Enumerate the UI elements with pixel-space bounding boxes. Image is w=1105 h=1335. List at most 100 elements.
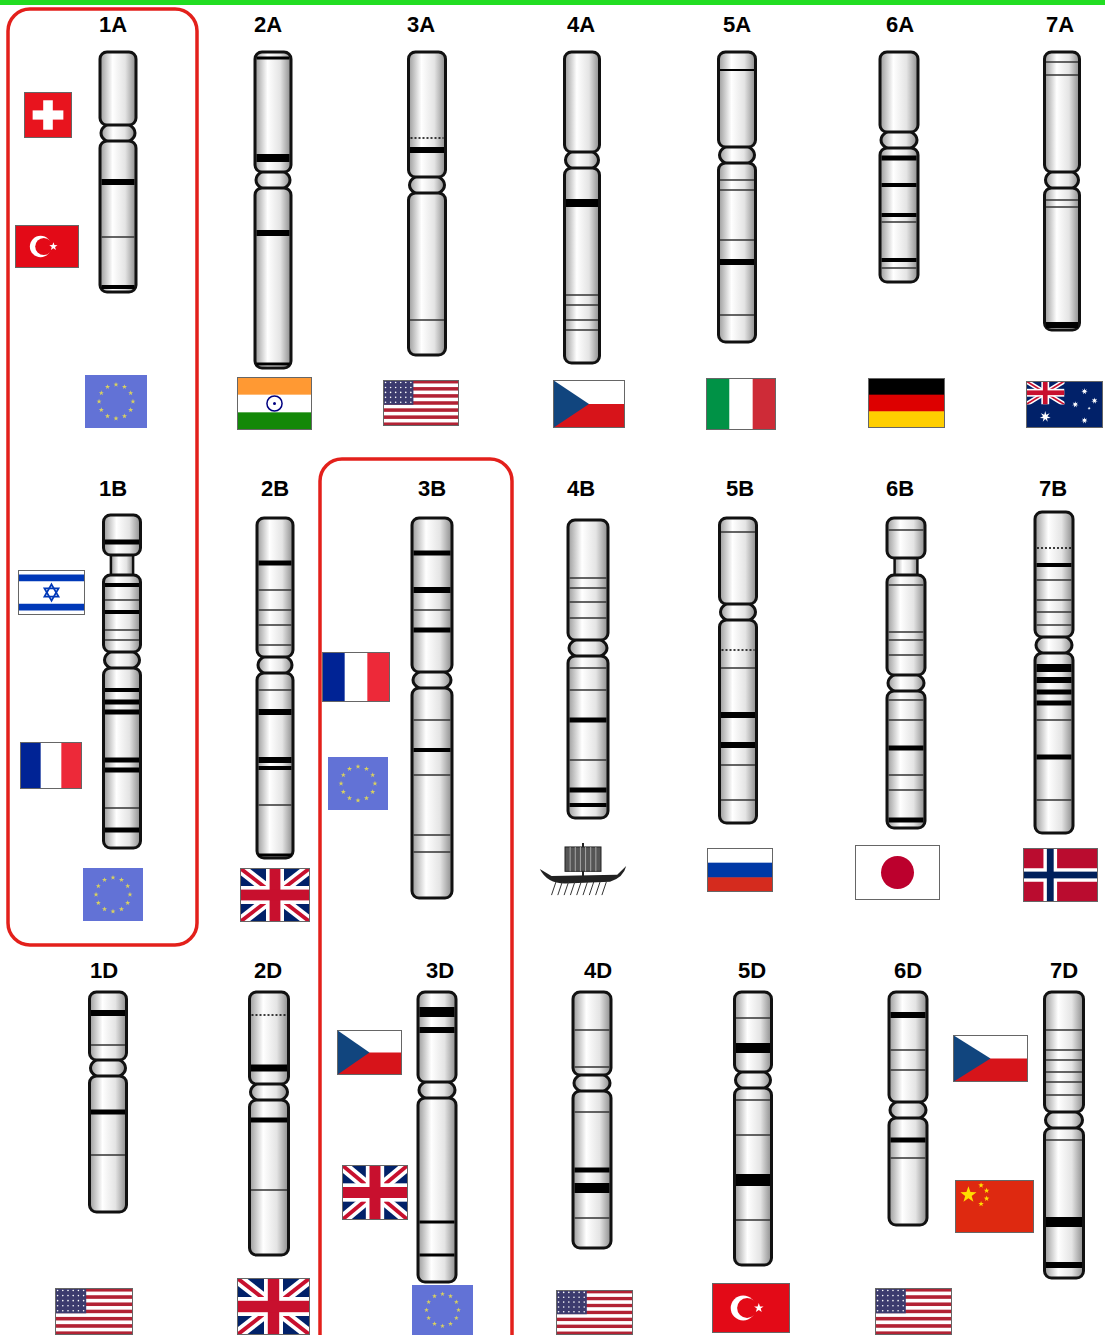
band: [259, 804, 292, 806]
flag-eu-part: [125, 883, 130, 888]
band: [410, 147, 444, 153]
band: [102, 236, 135, 238]
flag-eu-part: [347, 766, 352, 771]
band: [720, 189, 754, 191]
flag-france-part: [20, 742, 41, 789]
chromosome-label: 3D: [390, 957, 490, 985]
chromosome-arm: [412, 518, 452, 672]
flag-usa-part: [395, 392, 397, 394]
flag-usa-part: [62, 1300, 64, 1302]
ship-icon-part: [577, 882, 582, 895]
chromosome-shape: [565, 52, 600, 363]
band: [566, 199, 598, 207]
ship-icon-part: [590, 847, 591, 871]
flag-czechia-part: [954, 1036, 1028, 1082]
band: [1037, 624, 1072, 626]
flag-germany-part: [868, 411, 945, 428]
band: [251, 1118, 287, 1123]
flag-india-part: [267, 396, 282, 411]
chromosome-arm: [257, 673, 293, 858]
flag-usa-part: [410, 392, 412, 394]
band: [1037, 611, 1072, 613]
band: [1046, 1029, 1082, 1031]
flag-uk-part: [342, 1165, 408, 1220]
flag-eu: [328, 757, 388, 810]
flag-uk-part: [342, 1165, 408, 1220]
flag-usa-part: [578, 1292, 580, 1294]
chromosome-drawing: [1014, 957, 1105, 1282]
flag-usa-part: [875, 1324, 952, 1328]
chromosome-shape: [1045, 52, 1080, 330]
band: [105, 758, 139, 763]
flag-czechia-part: [553, 380, 589, 428]
flag-eu-part: [128, 390, 133, 395]
flag-norway-part: [1024, 849, 1098, 902]
flag-czechia: [337, 1030, 402, 1076]
flag-usa-part: [563, 1311, 565, 1313]
chromosome-arm: [250, 1100, 289, 1255]
band: [1037, 755, 1072, 760]
chromosome-label: 6D: [858, 957, 958, 985]
flag-australia-part: [1072, 401, 1078, 407]
chromosome: 6B: [850, 475, 950, 832]
flag-eu-part: [122, 414, 127, 419]
flag-usa-part: [573, 1301, 575, 1303]
flag-usa-part: [78, 1300, 80, 1302]
flag-usa-part: [876, 1289, 952, 1335]
band: [1037, 701, 1072, 706]
flag-usa-part: [568, 1292, 570, 1294]
chromosome: 1D: [54, 957, 154, 1216]
band: [570, 617, 607, 619]
chromosome: 6A: [850, 11, 950, 286]
flag-usa-part: [62, 1290, 64, 1292]
band: [414, 719, 451, 721]
flag-usa-part: [67, 1305, 69, 1307]
dotted-band: [722, 649, 755, 651]
flag-usa-part: [57, 1305, 59, 1307]
band: [1046, 206, 1078, 208]
band: [889, 774, 924, 776]
group-outline: [8, 9, 197, 945]
band: [889, 639, 924, 641]
chromosome-arm: [409, 193, 446, 355]
flag-usa-part: [55, 1313, 133, 1317]
flag-switzerland-part: [25, 93, 72, 138]
flag-usa-part: [902, 1305, 904, 1307]
flag-france: [322, 652, 391, 702]
flag-czechia-part: [554, 381, 625, 428]
band: [736, 1134, 770, 1136]
flag-eu-part: [97, 399, 102, 404]
chromosome-arm: [104, 515, 141, 555]
band: [259, 609, 292, 611]
flag-eu-part: [454, 1316, 459, 1321]
ship-icon-part: [564, 882, 569, 895]
band: [259, 757, 292, 763]
flag-usa-part: [410, 382, 412, 384]
flag-usa-part: [83, 1305, 85, 1307]
flag-france-part: [322, 652, 345, 702]
band: [1046, 1049, 1082, 1051]
flag-usa-part: [78, 1290, 80, 1292]
chromosome-arm: [565, 168, 600, 363]
flag-france-part: [61, 742, 82, 789]
flag-usa-part: [556, 1314, 633, 1318]
chromosome-arm: [719, 52, 756, 147]
flag-usa-part: [383, 412, 459, 416]
chromosome-label: 1D: [54, 957, 154, 985]
flag-usa-part: [72, 1290, 74, 1292]
flag-eu-part: [454, 1300, 459, 1305]
chromosome-drawing: [531, 11, 631, 367]
flag-germany: [868, 378, 945, 429]
flag-usa-part: [877, 1295, 879, 1297]
band: [882, 258, 917, 262]
flag-uk-part: [241, 869, 310, 922]
flag-uk-part: [342, 1187, 408, 1198]
chromosome-shape: [104, 515, 141, 848]
flag-usa-part: [72, 1295, 74, 1297]
flag-eu-part: [102, 877, 107, 882]
flag-czechia-part: [337, 1030, 370, 1075]
band: [570, 718, 607, 723]
band: [889, 584, 924, 586]
chromosome-shape: [418, 992, 456, 1282]
chromosome: 7A: [1010, 11, 1105, 334]
